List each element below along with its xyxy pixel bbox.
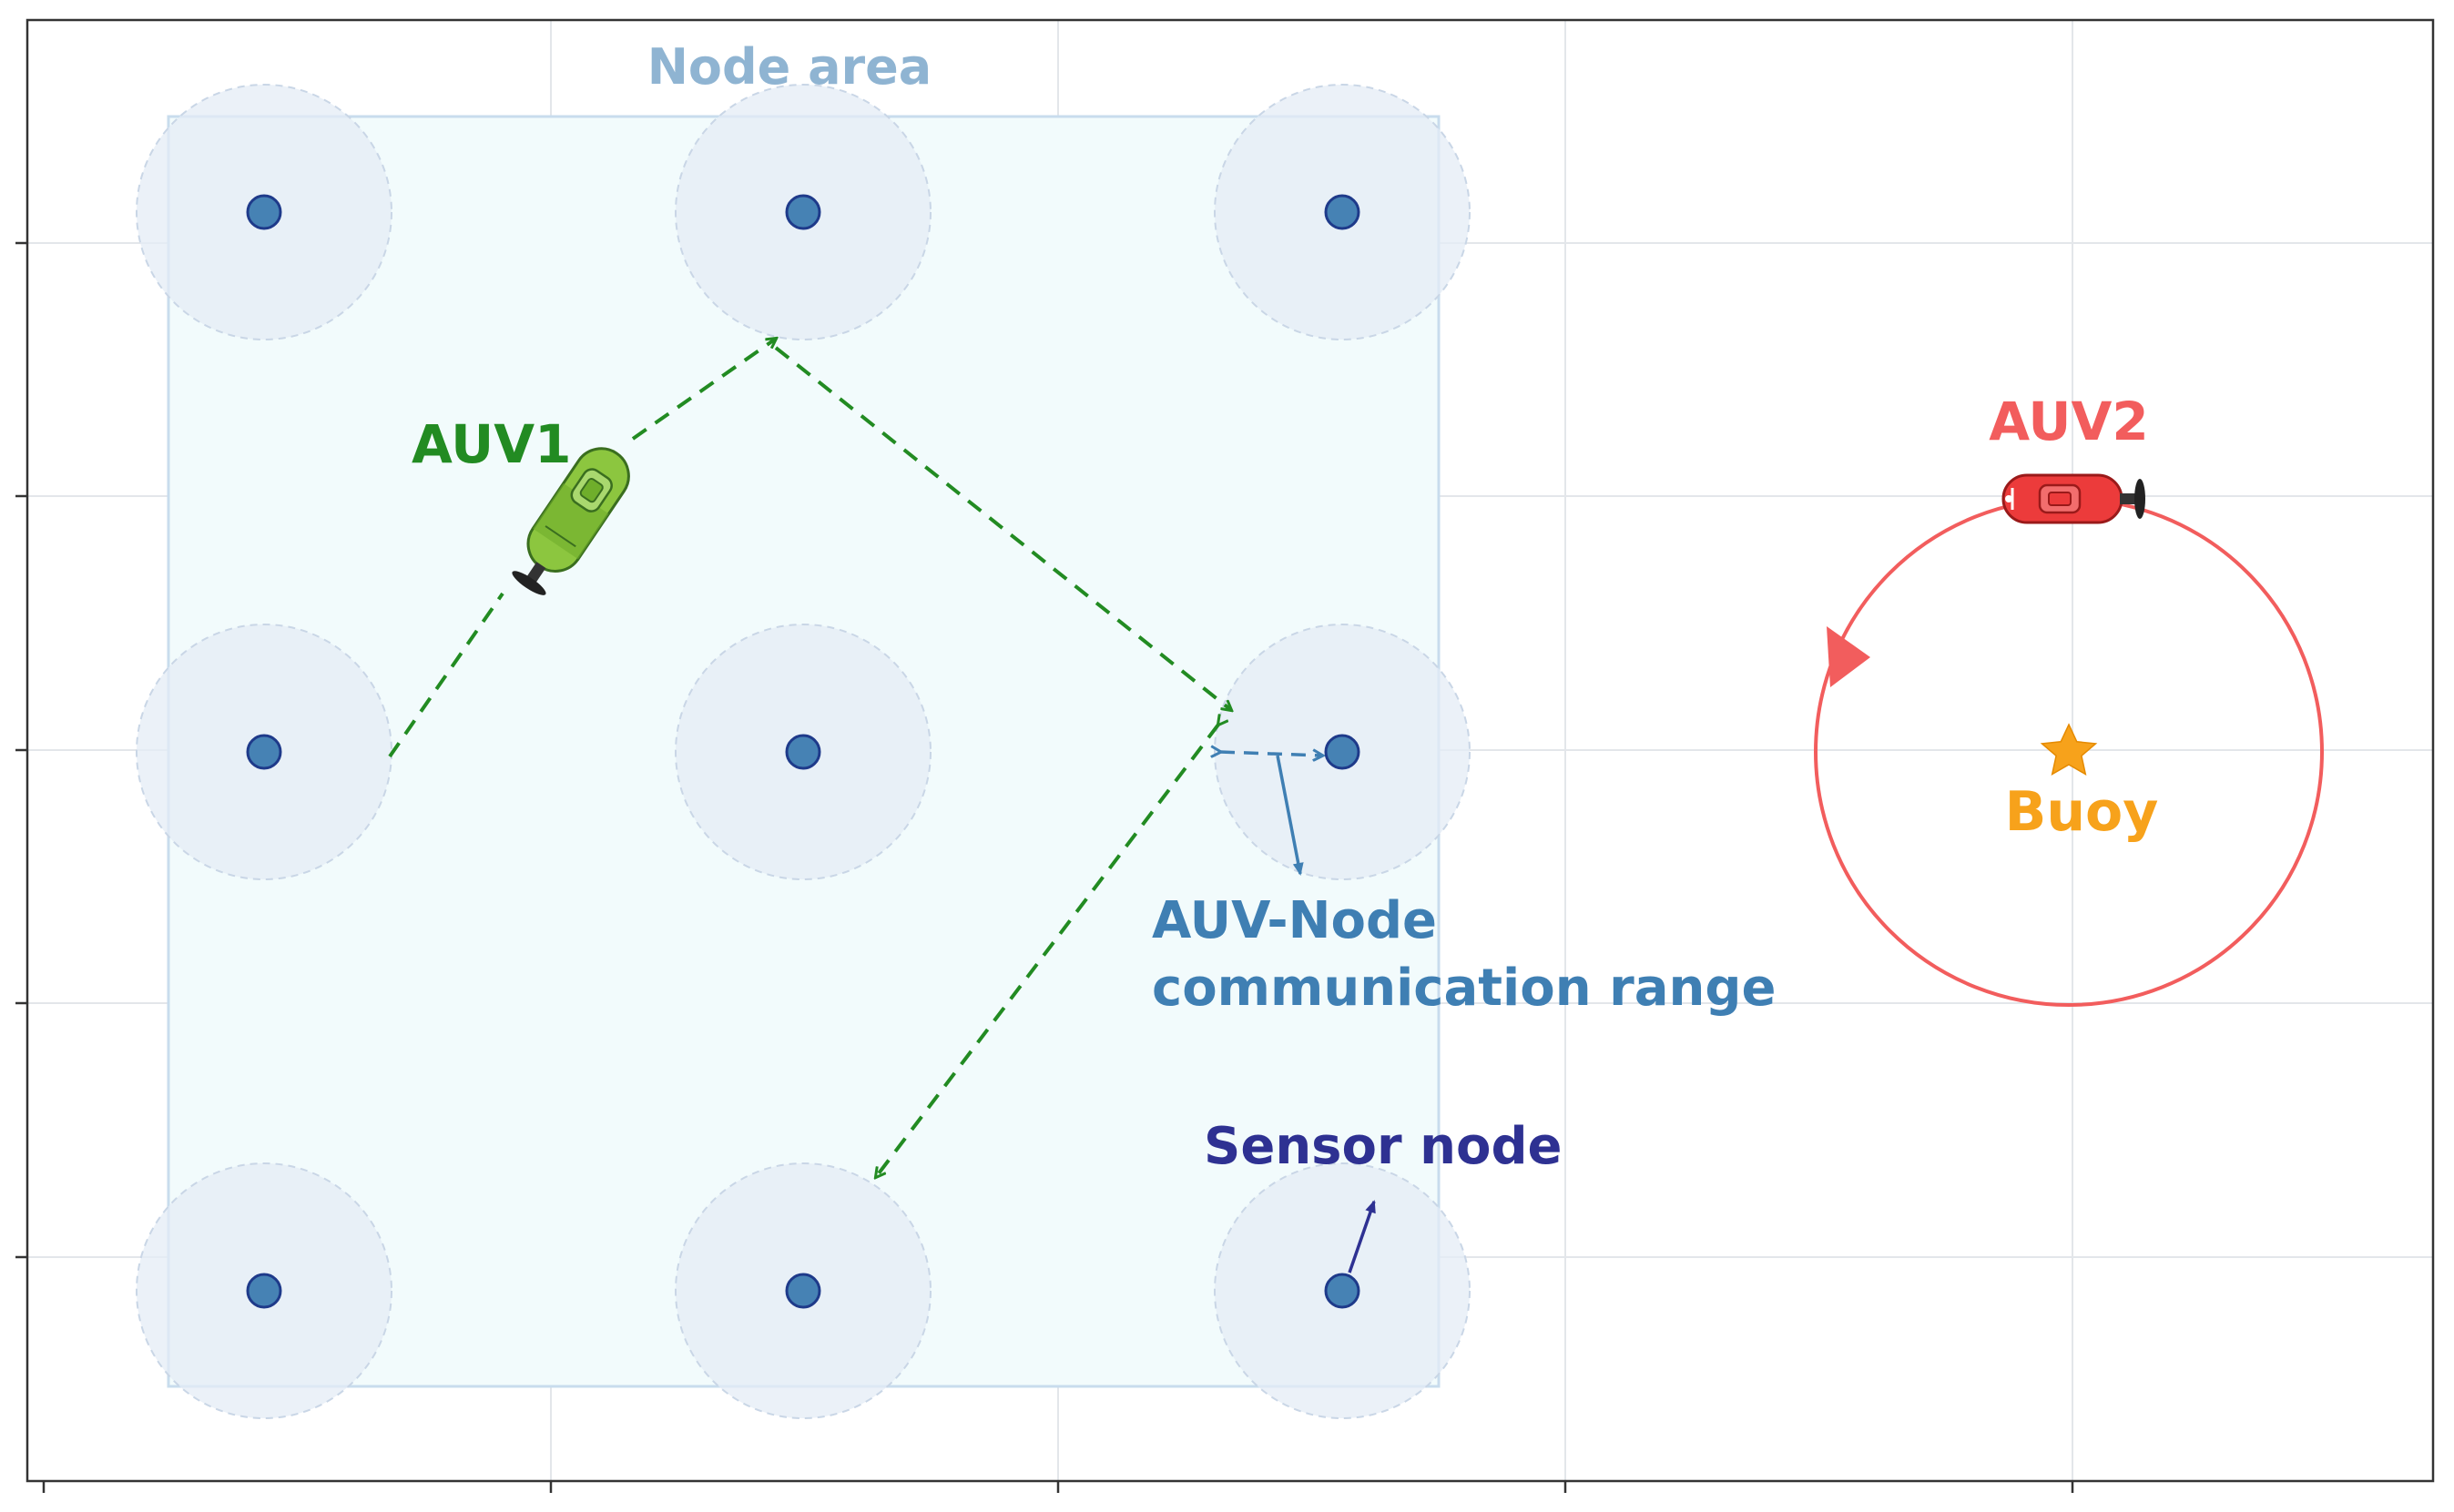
sensor-node-3	[1324, 194, 1360, 230]
auv1-label: AUV1	[412, 413, 571, 475]
auv1-path-segment-1	[388, 592, 504, 758]
comm-range-annotation: AUV-Node communication range	[1152, 752, 1776, 1018]
sensor-node-2	[785, 194, 821, 230]
sensor-node-annotation: Sensor node	[1204, 1117, 1563, 1274]
axis-ticks	[15, 241, 2074, 1493]
auv1-path-segment-4	[876, 725, 1218, 1177]
sensor-nodes	[246, 194, 1360, 1309]
sensor-node-1	[246, 194, 282, 230]
comm-range-double-arrow	[1220, 752, 1322, 756]
buoy-label: Buoy	[2005, 780, 2159, 844]
comm-range-label-line1: AUV-Node	[1152, 891, 1437, 950]
star-icon	[2040, 723, 2098, 776]
sensor-node-pointer	[1348, 1200, 1376, 1274]
comm-range-label-line2: communication range	[1152, 959, 1776, 1018]
sensor-node-7	[246, 1273, 282, 1309]
orbit-direction-arrow	[1827, 626, 1870, 687]
auv2-label: AUV2	[1989, 391, 2148, 452]
auv1-path-segment-3	[774, 346, 1231, 710]
comm-range-pointer	[1276, 755, 1304, 876]
auv1-path	[388, 339, 1231, 1177]
sensor-node-9	[1324, 1273, 1360, 1309]
sensor-node-5	[785, 734, 821, 770]
sensor-node-8	[785, 1273, 821, 1309]
auv-red-icon	[2001, 473, 2145, 524]
sensor-node-6	[1324, 734, 1360, 770]
auv-green-icon	[512, 447, 630, 595]
auv1-path-segment-2	[631, 339, 776, 441]
sensor-node-label: Sensor node	[1204, 1117, 1563, 1176]
sensor-node-4	[246, 734, 282, 770]
